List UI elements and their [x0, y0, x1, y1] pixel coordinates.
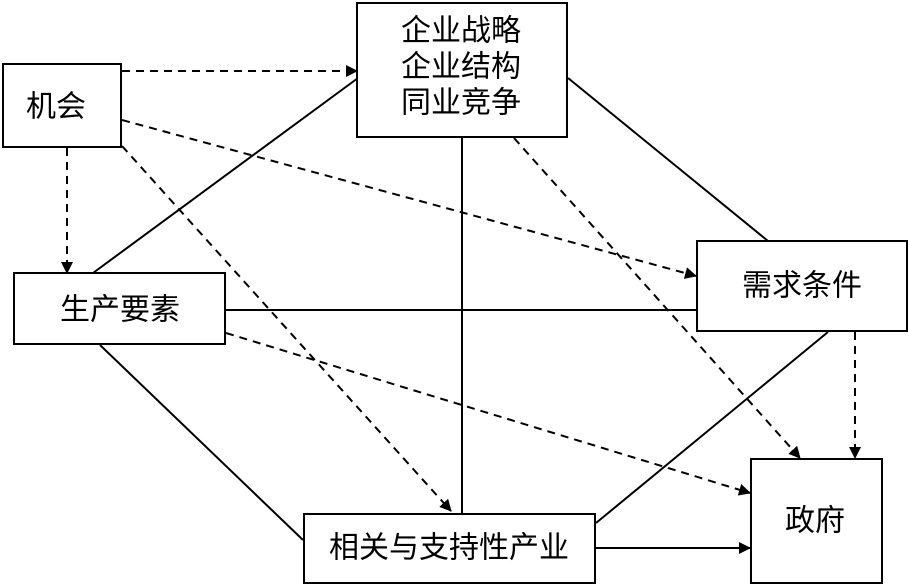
node-chance: 机会	[2, 63, 122, 148]
link-factor-related	[99, 344, 304, 541]
arrow-chance-related	[121, 145, 452, 512]
arrow-chance-demand	[121, 119, 697, 279]
link-strategy-demand	[567, 77, 769, 242]
arrow-factor-government	[225, 332, 751, 496]
node-strategy-line-2: 企业结构	[401, 50, 521, 85]
node-government-label: 政府	[785, 504, 845, 539]
node-government: 政府	[750, 458, 883, 584]
node-strategy-line-1: 企业战略	[401, 14, 521, 49]
node-chance-label: 机会	[26, 90, 86, 125]
node-strategy-line-3: 同业竞争	[401, 86, 521, 121]
node-demand: 需求条件	[696, 240, 908, 332]
node-related-label: 相关与支持性产业	[329, 531, 569, 566]
arrow-strategy-government	[513, 137, 801, 459]
node-factor: 生产要素	[13, 272, 226, 345]
node-strategy: 企业战略 企业结构 同业竞争	[356, 2, 568, 138]
node-factor-label: 生产要素	[60, 293, 180, 328]
link-demand-related	[595, 331, 829, 524]
node-related: 相关与支持性产业	[303, 513, 596, 584]
node-demand-label: 需求条件	[742, 269, 862, 304]
link-factor-strategy	[92, 77, 359, 274]
